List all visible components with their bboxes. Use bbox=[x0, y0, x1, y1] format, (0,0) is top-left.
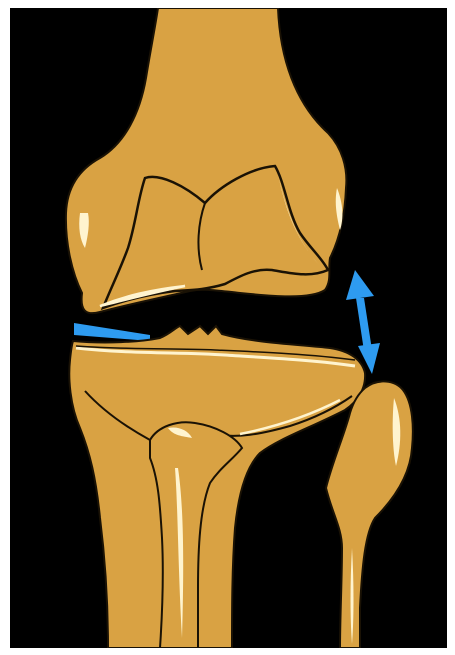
illustration-plate bbox=[10, 8, 447, 648]
knee-joint-illustration bbox=[10, 8, 447, 648]
